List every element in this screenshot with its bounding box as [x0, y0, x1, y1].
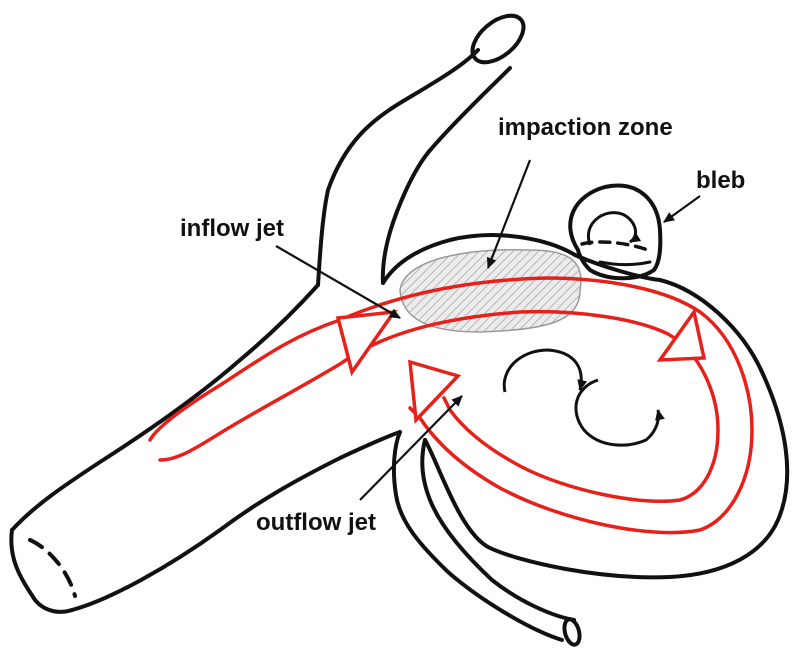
outflow-vessel-opening	[562, 618, 582, 647]
outflow-vessel-inner-wall	[422, 440, 574, 620]
inflow-arrowhead	[338, 312, 394, 372]
impaction-zone-label: impaction zone	[498, 114, 673, 141]
parent-artery-end-hidden-rim	[30, 540, 75, 596]
bleb-base-inner	[600, 262, 650, 265]
vortex-arrow-right	[576, 380, 659, 445]
outflow-jet-label: outflow jet	[256, 509, 376, 536]
parent-artery-end-rim	[11, 530, 72, 612]
upper-branch-opening	[464, 7, 532, 72]
bleb-base-dashed	[582, 242, 648, 250]
upper-branch-vessel-outline	[318, 50, 478, 285]
bleb-vortex-arrow	[588, 213, 635, 245]
upper-flow-arrowhead	[660, 312, 704, 360]
inflow-jet-label: inflow jet	[180, 215, 284, 242]
bleb-pointer	[664, 196, 700, 222]
vortex-arrow-left	[504, 350, 581, 392]
bleb-label: bleb	[696, 167, 745, 194]
